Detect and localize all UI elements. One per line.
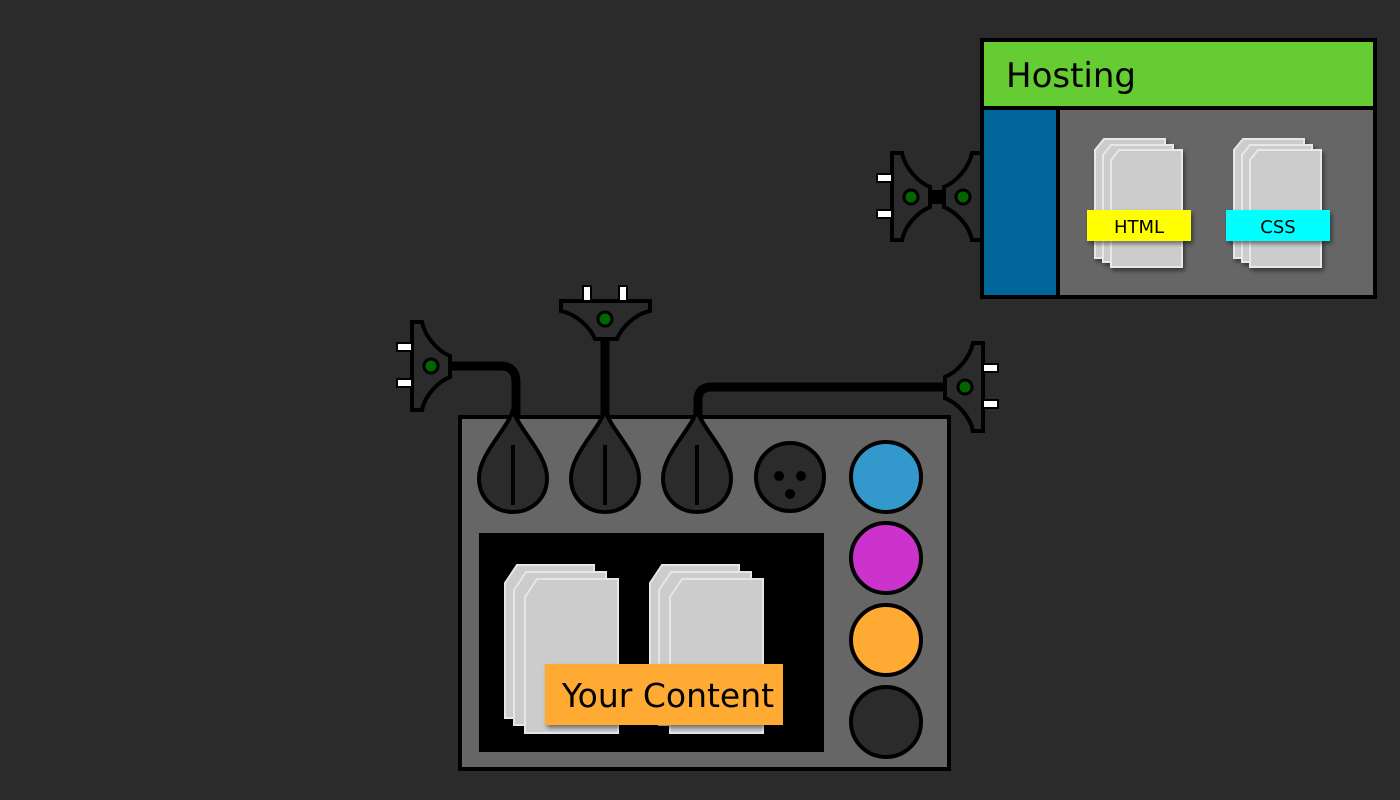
hosting-box: Hosting HTML CSS [980,38,1377,299]
css-file-label: CSS [1226,210,1330,241]
loose-plug-right-led [956,378,974,396]
html-file-stack [1094,138,1183,268]
cables [447,335,950,418]
css-file-stack [1233,138,1322,268]
port-2 [568,403,642,515]
plug-led-left [902,188,920,206]
svg-text:Your Content: Your Content [561,676,774,715]
cable-right [693,382,950,418]
xlr-socket [754,441,826,513]
loose-plug-right [943,341,999,433]
hosting-title: Hosting [1006,56,1136,96]
blue-button[interactable] [849,440,923,514]
hosting-plug-connector [876,151,984,242]
loose-plug-left-led [422,357,440,375]
svg-text:CSS: CSS [1260,217,1295,238]
loose-plug-top-led [596,310,614,328]
svg-text:HTML: HTML [1114,217,1164,238]
hosting-header [980,38,1377,110]
content-device: Your Content [458,403,951,771]
port-3 [660,403,734,515]
hosting-port-panel [980,106,1060,299]
your-content-label: Your Content [545,664,783,725]
cable-left [447,361,521,418]
loose-plug-left [396,320,452,412]
html-file-label: HTML [1087,210,1191,241]
plug-led-right [954,188,972,206]
dark-button[interactable] [849,685,923,759]
orange-button[interactable] [849,603,923,677]
loose-plug-top [559,285,652,341]
port-1 [476,403,550,515]
magenta-button[interactable] [849,521,923,595]
